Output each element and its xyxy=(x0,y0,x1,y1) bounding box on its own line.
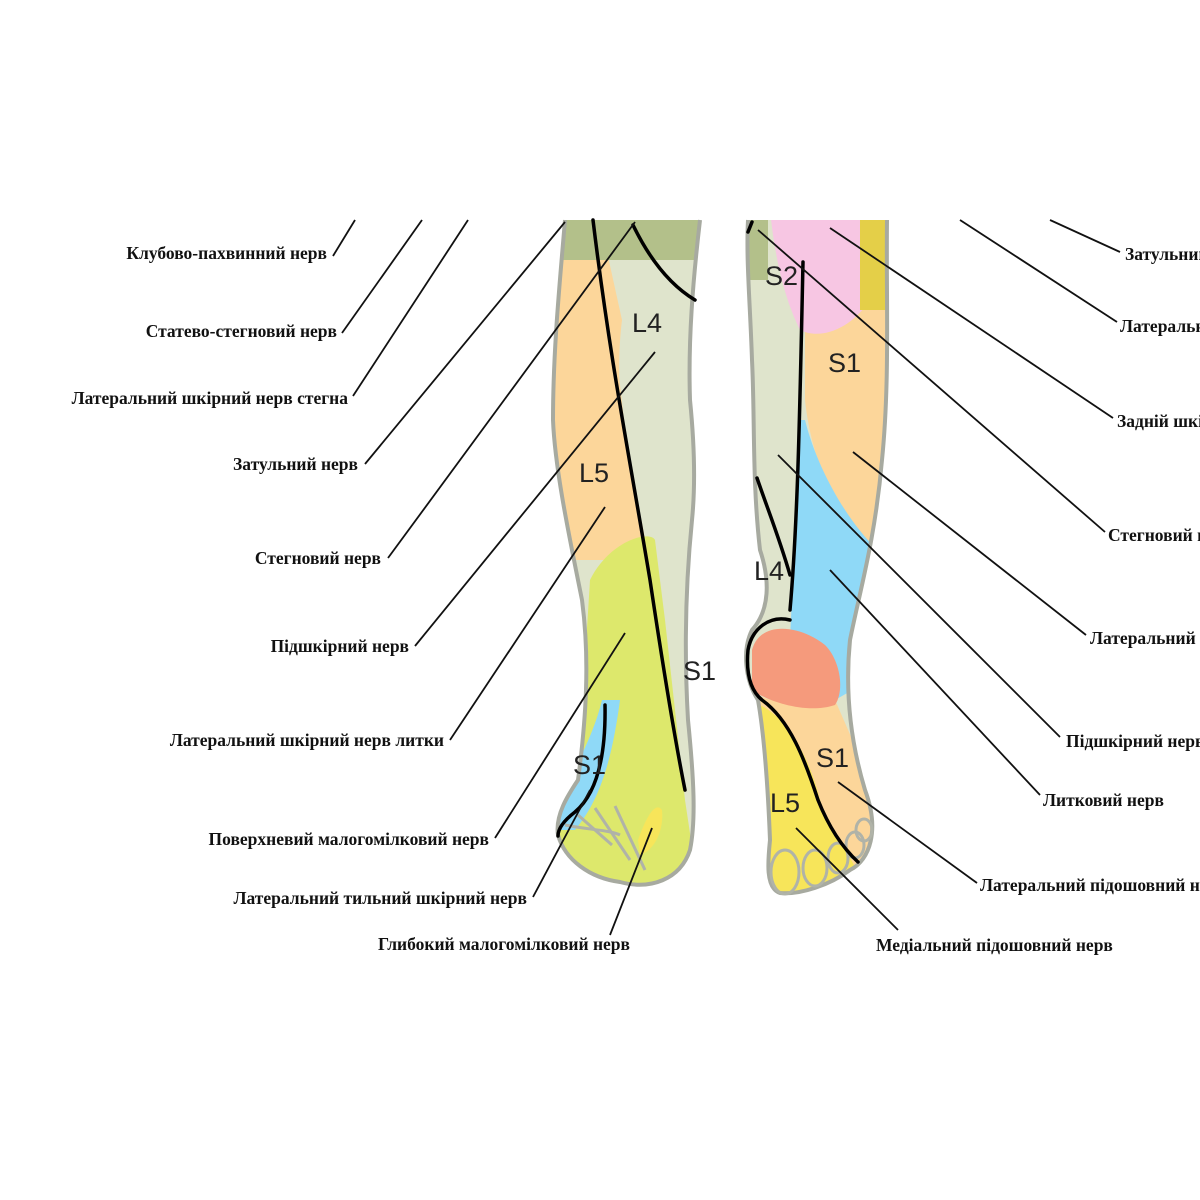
label-lateral-femoral-cutaneous-posterior: Латеральний шкірний нерв стегна xyxy=(1120,316,1200,336)
dermatome-l4-anterior: L4 xyxy=(632,308,662,338)
label-genitofemoral-nerve: Статево-стегновий нерв xyxy=(146,321,337,341)
dermatome-s1-anterior: S1 xyxy=(683,656,716,686)
label-ilioinguinal-nerve: Клубово-пахвинний нерв xyxy=(126,243,327,263)
anterior-leg xyxy=(553,220,700,885)
dermatome-s1-sole: S1 xyxy=(816,743,849,773)
label-lateral-sural-cutaneous-nerve: Латеральний шкірний нерв литки xyxy=(170,730,444,750)
label-medial-plantar-nerve: Медіальний підошовний нерв xyxy=(876,935,1113,955)
label-lateral-femoral-cutaneous-nerve: Латеральний шкірний нерв стегна xyxy=(72,388,349,408)
label-obturator-nerve: Затульний нерв xyxy=(233,454,358,474)
leader-lines xyxy=(332,219,1121,936)
dermatome-l5-anterior: L5 xyxy=(579,458,609,488)
label-femoral-nerve: Стегновий нерв xyxy=(255,548,381,568)
label-saphenous-nerve: Підшкірний нерв xyxy=(271,636,409,656)
dermatome-s2-posterior: S2 xyxy=(765,261,798,291)
dermatome-l5-sole: L5 xyxy=(770,788,800,818)
label-lateral-dorsal-cutaneous-nerve: Латеральний тильний шкірний нерв xyxy=(233,888,527,908)
label-sural-nerve: Литковий нерв xyxy=(1043,790,1164,810)
label-lateral-sural-cutaneous-posterior: Латеральний шкірний нерв литки xyxy=(1090,628,1200,648)
label-saphenous-nerve-posterior: Підшкірний нерв xyxy=(1066,731,1200,751)
label-obturator-nerve-posterior: Затульний нерв xyxy=(1125,244,1200,264)
dermatome-s1-anterior-ankle: S1 xyxy=(573,750,606,780)
label-posterior-femoral-cutaneous-nerve: Задній шкірний нерв стегна xyxy=(1117,411,1200,431)
label-femoral-nerve-posterior: Стегновий нерв xyxy=(1108,525,1200,545)
label-deep-peroneal-nerve: Глибокий малогомілковий нерв xyxy=(378,934,630,954)
dermatome-s1-posterior: S1 xyxy=(828,348,861,378)
label-superficial-peroneal-nerve: Поверхневий малогомілковий нерв xyxy=(209,829,489,849)
label-lateral-plantar-nerve: Латеральний підошовний нерв xyxy=(980,875,1200,895)
dermatome-l4-posterior: L4 xyxy=(754,556,784,586)
